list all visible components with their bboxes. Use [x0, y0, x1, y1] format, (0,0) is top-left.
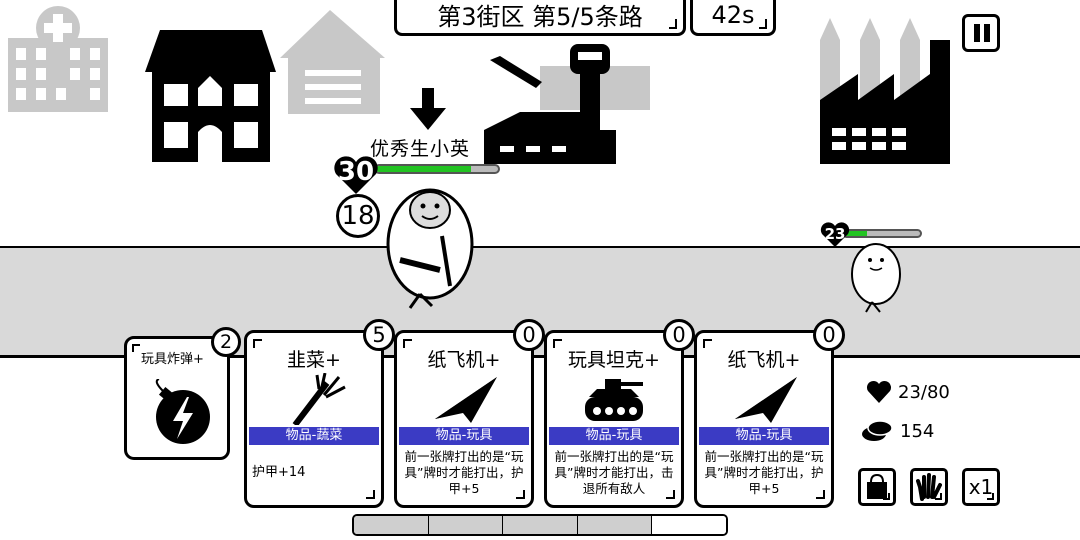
card-paper-plane[interactable]: 纸飞机+ 0 物品-玩具 前一张牌打出的是“玩具”牌时才能打出，护甲+5	[694, 319, 845, 508]
progress-segment	[652, 516, 726, 534]
target-arrow-icon	[410, 88, 446, 130]
card-desc: 前一张牌打出的是“玩具”牌时才能打出，护甲+5	[404, 449, 524, 496]
pause-button[interactable]	[962, 14, 1000, 52]
card-name: 韭菜+	[287, 349, 341, 371]
progress-segment	[503, 516, 578, 534]
wave-progress-bar	[352, 514, 728, 536]
progress-segment	[577, 516, 653, 534]
player-coins: 154	[860, 418, 934, 444]
bag-button[interactable]	[858, 468, 896, 506]
paper-plane-icon	[435, 377, 497, 423]
card-paper-plane[interactable]: 纸飞机+ 0 物品-玩具 前一张牌打出的是“玩具”牌时才能打出，护甲+5	[394, 319, 545, 508]
small-enemy-hp-value: 23	[824, 225, 846, 243]
player-coins-value: 154	[900, 420, 935, 442]
small-enemy-hp-fill	[844, 231, 867, 236]
enemy-heart-icon	[334, 156, 378, 194]
card-name: 纸飞机+	[727, 349, 801, 371]
small-enemy-hp-bar	[842, 229, 922, 238]
paper-plane-icon	[735, 377, 797, 423]
card-toy-bomb[interactable]: 玩具炸弹+ 2	[124, 327, 241, 460]
card-cost: 2	[211, 327, 241, 357]
bag-icon	[867, 474, 887, 499]
background-buildings	[8, 6, 950, 164]
enemy-shield-badge: 18	[336, 194, 380, 238]
card-name: 玩具炸弹+	[141, 352, 204, 367]
enemy-name: 优秀生小英	[370, 138, 471, 160]
enemy-shield-value: 18	[341, 201, 375, 231]
coin-icon	[862, 420, 893, 441]
card-cost: 0	[513, 319, 545, 351]
card-cost: 0	[813, 319, 845, 351]
card-leek[interactable]: 韭菜+ 5 物品-蔬菜 护甲+14	[244, 319, 395, 508]
bomb-icon	[155, 379, 210, 444]
enemy-character[interactable]	[380, 176, 480, 310]
card-toy-tank[interactable]: 玩具坦克+ 0 物品-玩具 前一张牌打出的是“玩具”牌时才能打出，击退所有敌人	[544, 319, 695, 508]
speed-button[interactable]: x1	[962, 468, 1000, 506]
card-type: 物品-玩具	[549, 427, 679, 445]
progress-segment	[428, 516, 504, 534]
player-hp: 23/80	[866, 380, 950, 404]
small-enemy-heart-icon	[820, 222, 850, 247]
leek-icon	[292, 373, 346, 425]
hand-icon	[916, 473, 942, 501]
card-type: 物品-玩具	[399, 427, 529, 445]
card-type: 物品-玩具	[699, 427, 829, 445]
card-desc: 前一张牌打出的是“玩具”牌时才能打出，护甲+5	[704, 449, 824, 496]
speed-label: x1	[968, 475, 994, 499]
enemy-hp-value: 30	[337, 157, 375, 187]
card-desc: 前一张牌打出的是“玩具”牌时才能打出，击退所有敌人	[554, 449, 674, 496]
small-enemy-character[interactable]	[848, 238, 904, 314]
heart-icon	[866, 380, 892, 403]
hand-button[interactable]	[910, 468, 948, 506]
timer-box: 42s	[690, 0, 776, 36]
timer: 42s	[711, 0, 755, 29]
card-desc: 护甲+14	[252, 465, 306, 480]
enemy-hp-fill	[376, 166, 472, 172]
enemy-hp-bar	[374, 164, 500, 174]
card-cost: 0	[663, 319, 695, 351]
progress-segment	[354, 516, 429, 534]
card-type: 物品-蔬菜	[249, 427, 379, 445]
level-label: 第3街区 第5/5条路	[437, 3, 643, 31]
tank-icon	[585, 379, 643, 421]
card-name: 玩具坦克+	[568, 349, 660, 371]
level-label-box: 第3街区 第5/5条路	[394, 0, 686, 36]
card-cost: 5	[363, 319, 395, 351]
card-name: 纸飞机+	[427, 349, 501, 371]
player-hp-value: 23/80	[898, 381, 950, 403]
